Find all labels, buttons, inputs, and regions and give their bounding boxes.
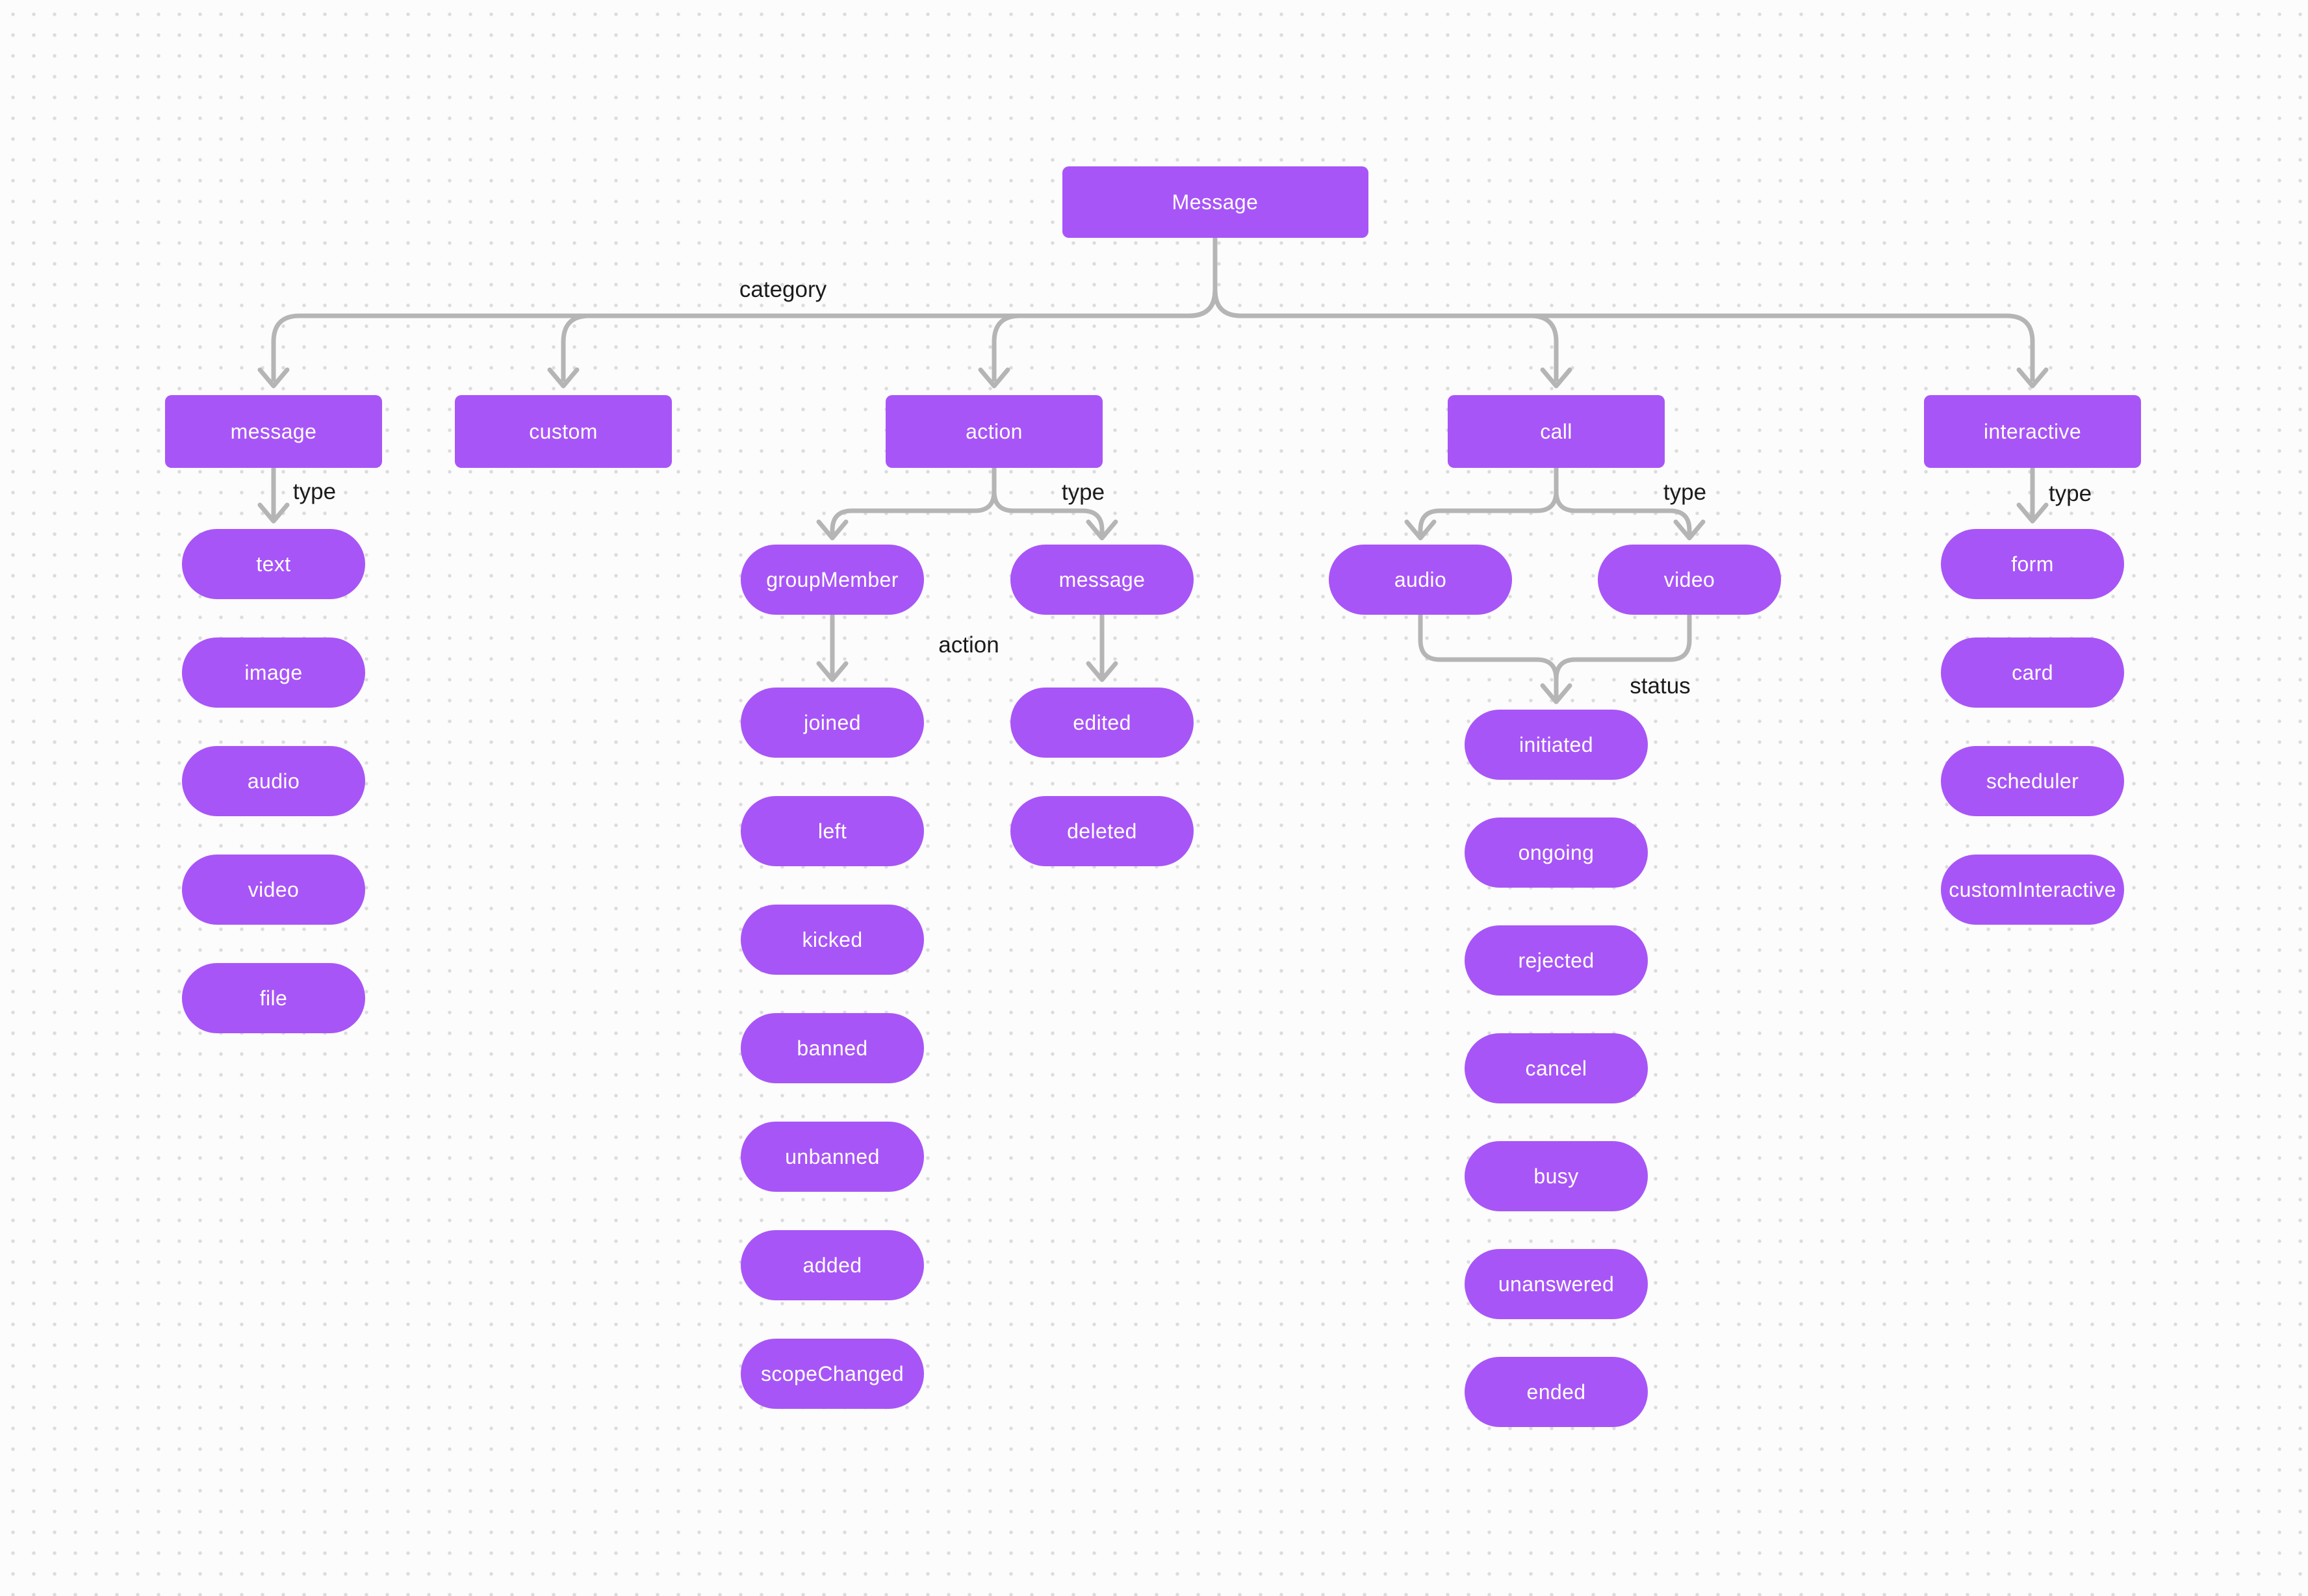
node-scheduler[interactable]: scheduler xyxy=(1941,746,2124,816)
node-ended[interactable]: ended xyxy=(1465,1357,1648,1427)
node-busy[interactable]: busy xyxy=(1465,1141,1648,1211)
node-audio[interactable]: audio xyxy=(1329,545,1512,615)
edge-action-to-groupmember xyxy=(816,465,997,541)
edge-label-status: status xyxy=(1630,673,1691,699)
edge-root-to-message xyxy=(257,235,1218,389)
edge-call-to-video xyxy=(1554,465,1706,541)
edge-label-interactive-type: type xyxy=(2048,481,2092,506)
node-kicked[interactable]: kicked xyxy=(741,905,924,975)
node-added[interactable]: added xyxy=(741,1230,924,1300)
edge-interactive-to-types xyxy=(2016,465,2049,524)
node-action-message[interactable]: message xyxy=(1010,545,1194,615)
node-card[interactable]: card xyxy=(1941,637,2124,708)
node-message-root[interactable]: Message xyxy=(1062,166,1368,238)
node-ongoing[interactable]: ongoing xyxy=(1465,817,1648,888)
node-customInteractive[interactable]: customInteractive xyxy=(1941,855,2124,925)
node-cancel[interactable]: cancel xyxy=(1465,1033,1648,1103)
edge-root-to-action xyxy=(978,235,1218,389)
edge-root-to-custom xyxy=(547,235,1218,389)
edge-audio-to-statuses xyxy=(1418,612,1572,704)
edge-groupmember-to-actions xyxy=(816,612,849,682)
edge-label-category: category xyxy=(739,277,827,302)
node-scopeChanged[interactable]: scopeChanged xyxy=(741,1339,924,1409)
node-left[interactable]: left xyxy=(741,796,924,866)
edge-root-to-interactive xyxy=(1212,235,2049,389)
node-image[interactable]: image xyxy=(182,637,365,708)
edge-call-to-audio xyxy=(1404,465,1559,541)
node-rejected[interactable]: rejected xyxy=(1465,925,1648,996)
node-category-interactive[interactable]: interactive xyxy=(1924,395,2141,468)
edge-action-to-message xyxy=(992,465,1118,541)
node-edited[interactable]: edited xyxy=(1010,688,1194,758)
node-file[interactable]: file xyxy=(182,963,365,1033)
node-unbanned[interactable]: unbanned xyxy=(741,1122,924,1192)
node-category-action[interactable]: action xyxy=(886,395,1103,468)
edge-message-to-actions xyxy=(1086,612,1118,682)
node-video[interactable]: video xyxy=(1598,545,1781,615)
node-category-message[interactable]: message xyxy=(165,395,382,468)
node-text[interactable]: text xyxy=(182,529,365,599)
edge-message-to-types xyxy=(257,465,290,524)
node-groupMember[interactable]: groupMember xyxy=(741,545,924,615)
node-category-custom[interactable]: custom xyxy=(455,395,672,468)
edge-label-action-sub: action xyxy=(938,632,999,658)
node-deleted[interactable]: deleted xyxy=(1010,796,1194,866)
node-video[interactable]: video xyxy=(182,855,365,925)
edge-video-to-statuses xyxy=(1554,612,1692,699)
edge-label-action-type: type xyxy=(1061,480,1105,505)
node-banned[interactable]: banned xyxy=(741,1013,924,1083)
edge-label-call-type: type xyxy=(1663,480,1707,505)
node-joined[interactable]: joined xyxy=(741,688,924,758)
edge-root-to-call xyxy=(1212,235,1572,389)
node-initiated[interactable]: initiated xyxy=(1465,710,1648,780)
node-audio[interactable]: audio xyxy=(182,746,365,816)
node-form[interactable]: form xyxy=(1941,529,2124,599)
node-category-call[interactable]: call xyxy=(1448,395,1665,468)
node-unanswered[interactable]: unanswered xyxy=(1465,1249,1648,1319)
edge-label-message-type: type xyxy=(292,479,337,504)
